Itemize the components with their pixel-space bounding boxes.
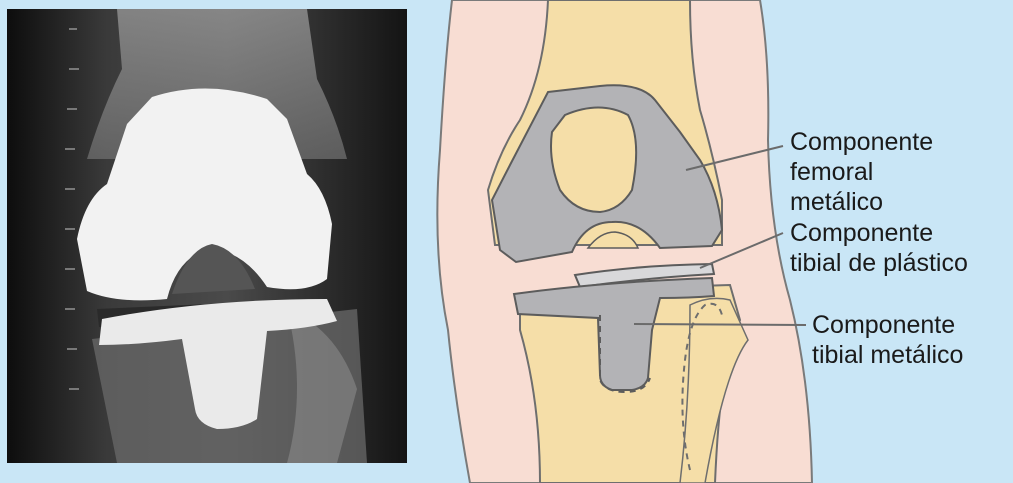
label-femoral-line1: Componente <box>790 127 933 157</box>
label-tibial-metal-line2: tibial metálico <box>812 340 963 370</box>
leader-tibial-metal <box>634 324 806 325</box>
label-tibial-metal-component: Componente tibial metálico <box>812 310 963 370</box>
label-femoral-component: Componente femoral metálico <box>790 127 933 217</box>
label-tibial-plastic-component: Componente tibial de plástico <box>790 218 968 278</box>
label-tibial-metal-line1: Componente <box>812 310 963 340</box>
label-femoral-line3: metálico <box>790 187 933 217</box>
label-femoral-line2: femoral <box>790 157 933 187</box>
femur-window <box>551 108 636 213</box>
label-tibial-plastic-line1: Componente <box>790 218 968 248</box>
label-tibial-plastic-line2: tibial de plástico <box>790 248 968 278</box>
